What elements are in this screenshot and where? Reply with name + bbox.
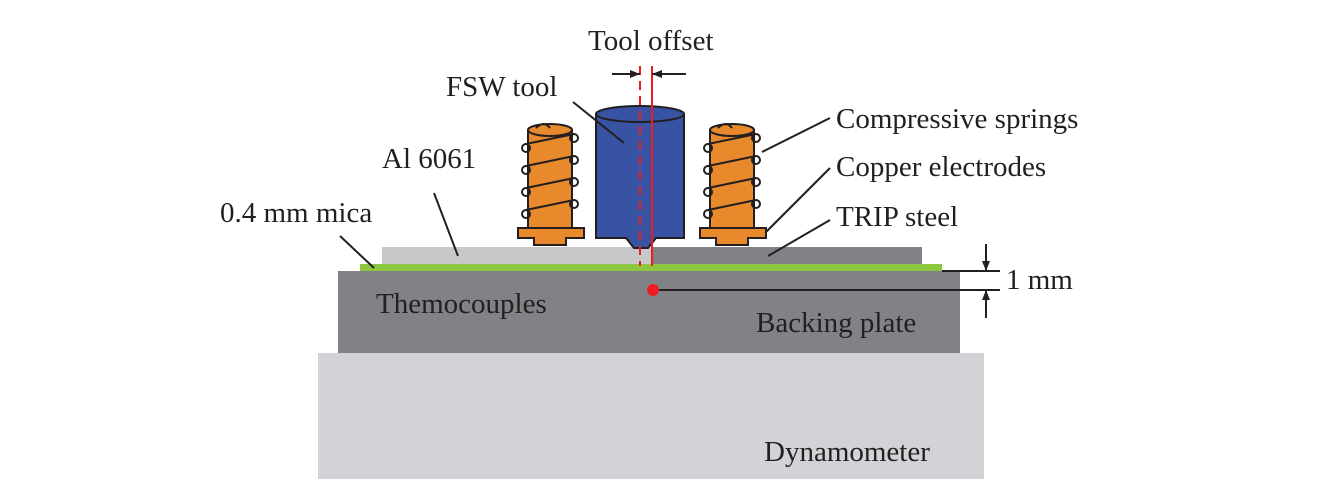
fsw-tool [595, 105, 685, 249]
al-6061-sheet [382, 247, 652, 264]
trip-steel-leader [767, 219, 831, 257]
dynamometer-label: Dynamometer [764, 436, 930, 468]
springs-leader [761, 117, 831, 153]
thermocouples-label: Themocouples [376, 288, 547, 320]
one-mm-label: 1 mm [1006, 264, 1073, 296]
mica-layer [360, 264, 942, 271]
al-6061-label: Al 6061 [382, 143, 476, 175]
trip-steel-sheet [652, 247, 922, 264]
mica-label: 0.4 mm mica [220, 197, 372, 229]
tool-offset-label: Tool offset [588, 25, 714, 57]
copper-electrodes-label: Copper electrodes [836, 151, 1046, 183]
electrode-left [517, 123, 585, 246]
mica-leader [339, 235, 375, 269]
fsw-tool-leader [572, 101, 625, 144]
thermocouple-point [647, 284, 659, 296]
electrodes-leader [765, 167, 831, 233]
al-6061-leader [433, 192, 459, 257]
backing-plate-label: Backing plate [756, 307, 916, 339]
spring-left [521, 133, 579, 219]
tool-offset-arrows [612, 70, 686, 78]
one-mm-dimension [942, 244, 1000, 318]
fsw-tool-label: FSW tool [446, 71, 557, 103]
spring-right [703, 133, 761, 219]
compressive-springs-label: Compressive springs [836, 103, 1078, 135]
trip-steel-label: TRIP steel [836, 201, 958, 233]
backing-plate [338, 271, 960, 353]
dynamometer-block [318, 353, 984, 479]
